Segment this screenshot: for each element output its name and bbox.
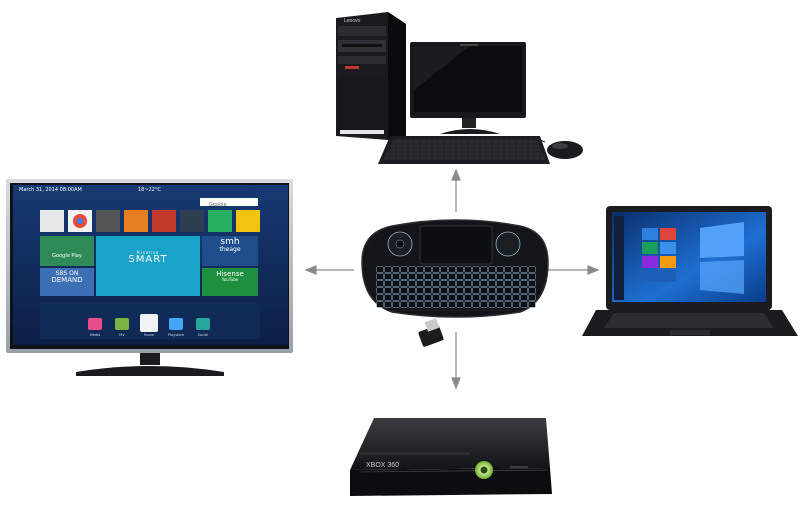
desktop-pc: Lenovo — [336, 12, 583, 164]
arrow-down — [451, 332, 461, 390]
usb-dongle — [418, 318, 444, 347]
xbox-360: XBOX 360 — [350, 418, 552, 496]
wireless-mini-keyboard — [361, 219, 549, 347]
arrow-up — [451, 168, 461, 212]
arrows — [304, 168, 600, 390]
tv-tiles — [40, 236, 258, 296]
xbox-logo-text: XBOX 360 — [366, 462, 399, 469]
smart-tv — [6, 179, 293, 376]
arrow-left — [304, 265, 354, 275]
tv-app-row — [40, 198, 260, 232]
laptop — [582, 206, 798, 336]
tv-dock — [40, 303, 260, 339]
laptop-start-tiles — [614, 216, 676, 300]
pc-brand-label: Lenovo — [344, 18, 361, 24]
pc-monitor — [410, 42, 526, 134]
pc-mouse — [527, 137, 583, 159]
arrow-right — [548, 265, 600, 275]
pc-keyboard — [378, 136, 550, 164]
pc-tower: Lenovo — [336, 12, 406, 140]
